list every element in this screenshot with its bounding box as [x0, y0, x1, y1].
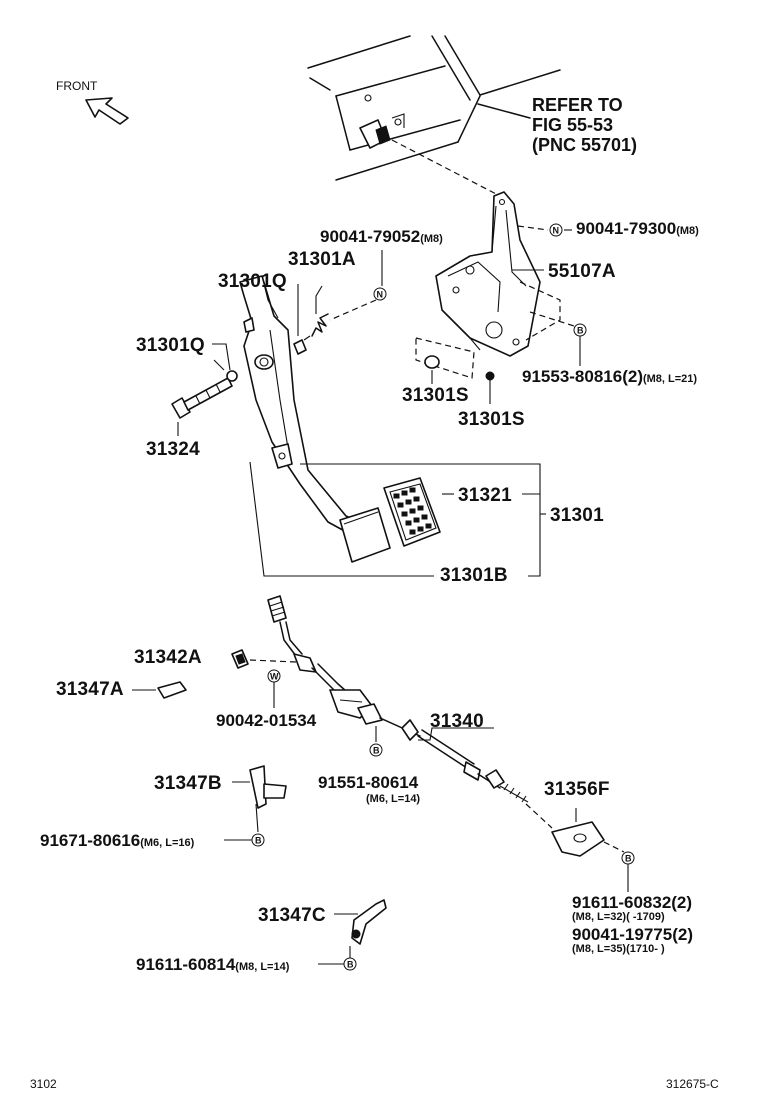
- label-91551-80614: 91551-80614: [318, 773, 419, 792]
- symbol-n-upper: N: [373, 287, 387, 301]
- grommet-31342a: [231, 649, 249, 669]
- label-91553-80816: 91553-80816(2)(M8, L=21): [522, 368, 697, 385]
- symbol-b-cable: B: [369, 743, 383, 757]
- label-31301b: 31301B: [440, 565, 508, 586]
- symbol-b-31356f: B: [621, 851, 635, 865]
- bracket-31347c: [351, 899, 387, 945]
- part-note: (M6, L=16): [140, 837, 195, 849]
- refer-line-3: (PNC 55701): [532, 134, 638, 155]
- svg-text:B: B: [255, 836, 262, 846]
- symbol-b-31347c: B: [343, 957, 357, 971]
- label-91671-80616: 91671-80616(M6, L=16): [40, 832, 194, 849]
- part-note: (M8): [420, 233, 443, 245]
- label-91611-60832: 91611-60832(2): [572, 893, 693, 912]
- brake-pedal-arm: [239, 275, 361, 535]
- label-90041-79300: 90041-79300(M8): [576, 220, 699, 237]
- label-31301q-lower: 31301Q: [136, 335, 205, 356]
- leader-grommet: [249, 659, 297, 663]
- label-31321: 31321: [458, 485, 512, 506]
- front-arrow-icon: [85, 97, 129, 125]
- part-number: 90041-79052: [320, 227, 421, 246]
- symbol-b-bracket: B: [573, 323, 587, 337]
- label-31347a: 31347A: [56, 679, 124, 700]
- pedal-pad: [339, 507, 391, 563]
- label-90041-19775-note: (M8, L=35)(1710- ): [572, 943, 665, 955]
- part-number: 91553-80816(2): [522, 367, 643, 386]
- label-91551-80614-note: (M6, L=14): [366, 793, 421, 805]
- part-note: (M8, L=14): [235, 961, 290, 973]
- leader-body-bracket: [391, 139, 501, 197]
- footer-left-code: 3102: [30, 1077, 57, 1091]
- pedal-pad-cover: [383, 477, 441, 547]
- part-note: (M8, L=21): [642, 373, 698, 385]
- leader-31356f-cable: [525, 803, 553, 829]
- clip-31301s-small: [485, 371, 495, 381]
- part-number: 90041-79300: [576, 219, 677, 238]
- label-31301: 31301: [550, 505, 604, 526]
- label-31301s-a: 31301S: [402, 385, 469, 406]
- clip-31301s: [424, 355, 440, 369]
- body-panel: [307, 35, 561, 181]
- svg-text:N: N: [553, 226, 560, 236]
- bracket-31347b: [249, 765, 287, 833]
- refer-note: REFER TO FIG 55-53 (PNC 55701): [532, 95, 638, 155]
- clamp-31347a: [157, 681, 187, 699]
- pedal-cable: [267, 595, 529, 803]
- refer-line-2: FIG 55-53: [532, 114, 614, 135]
- label-31324: 31324: [146, 439, 200, 460]
- label-31301a: 31301A: [288, 249, 356, 270]
- label-31340: 31340: [430, 711, 484, 732]
- label-90041-19775: 90041-19775(2): [572, 925, 693, 944]
- label-31342a: 31342A: [134, 647, 202, 668]
- part-number: 91611-60814: [136, 955, 236, 974]
- part-number: 91671-80616: [40, 831, 141, 850]
- label-31301s-b: 31301S: [458, 409, 525, 430]
- symbol-w: W: [267, 669, 281, 683]
- front-label: FRONT: [56, 79, 98, 93]
- pivot-bolt: [171, 359, 238, 419]
- label-90042-01534: 90042-01534: [216, 711, 317, 730]
- part-note: (M8): [676, 225, 699, 237]
- symbol-b-31347b: B: [251, 833, 265, 847]
- pedal-bracket: [415, 191, 561, 379]
- footer-right-code: 312675-C: [666, 1077, 719, 1091]
- pedal-spring: [303, 313, 329, 341]
- label-31356f: 31356F: [544, 779, 610, 800]
- label-91611-60814: 91611-60814(M8, L=14): [136, 956, 289, 973]
- label-31347b: 31347B: [154, 773, 222, 794]
- bracket-31356f: [551, 821, 605, 857]
- refer-line-1: REFER TO: [532, 95, 623, 115]
- label-55107a: 55107A: [548, 261, 616, 282]
- label-31347c: 31347C: [258, 905, 326, 926]
- label-91611-60832-note: (M8, L=32)( -1709): [572, 911, 665, 923]
- leader-31356f-bolt: [603, 841, 625, 853]
- svg-text:W: W: [270, 672, 279, 682]
- svg-text:B: B: [625, 854, 632, 864]
- svg-text:B: B: [347, 960, 354, 970]
- svg-text:B: B: [373, 746, 380, 756]
- symbol-n-right: N: [549, 223, 563, 237]
- label-90041-79052: 90041-79052(M8): [320, 228, 443, 245]
- label-31301q-upper: 31301Q: [218, 271, 287, 292]
- svg-text:N: N: [377, 290, 384, 300]
- leader-lines-upper: [177, 225, 581, 577]
- svg-text:B: B: [577, 326, 584, 336]
